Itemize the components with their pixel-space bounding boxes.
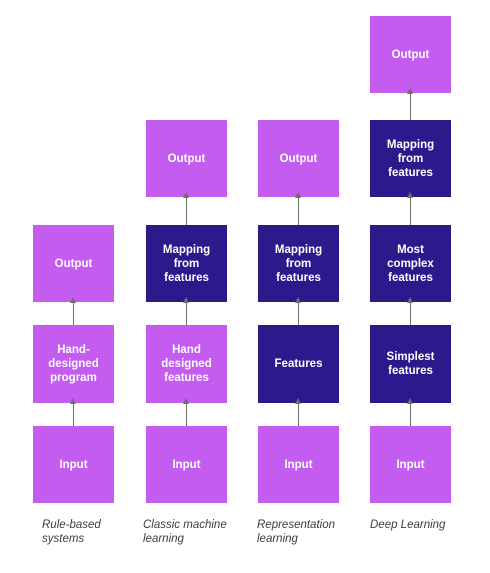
classic-ml-arrow-mapping-to-output <box>183 192 189 225</box>
rule-based-program-box: Hand- designed program <box>33 325 114 403</box>
classic-ml-output-box: Output <box>146 120 227 197</box>
deep-learning-arrow-complex-to-mapping <box>407 192 413 225</box>
representation-features-box: Features <box>258 325 339 403</box>
rule-based-input-box: Input <box>33 426 114 503</box>
classic-ml-caption: Classic machine learning <box>143 519 227 545</box>
deep-learning-input-box: Input <box>370 426 451 503</box>
representation-input-box: Input <box>258 426 339 503</box>
classic-ml-mapping-box: Mapping from features <box>146 225 227 302</box>
representation-caption: Representation learning <box>257 519 335 545</box>
deep-learning-simplest-features-box: Simplest features <box>370 325 451 403</box>
deep-learning-complex-features-box: Most complex features <box>370 225 451 302</box>
classic-ml-input-box: Input <box>146 426 227 503</box>
rule-based-caption: Rule-based systems <box>42 519 101 545</box>
deep-learning-caption: Deep Learning <box>370 519 446 531</box>
deep-learning-output-box: Output <box>370 16 451 93</box>
classic-ml-features-box: Hand designed features <box>146 325 227 403</box>
classic-ml-arrow-input-to-features <box>183 398 189 426</box>
rule-based-output-box: Output <box>33 225 114 302</box>
rule-based-arrow-input-to-program <box>70 398 76 426</box>
representation-arrow-mapping-to-output <box>295 192 301 225</box>
representation-mapping-box: Mapping from features <box>258 225 339 302</box>
classic-ml-arrow-features-to-mapping <box>183 297 189 325</box>
representation-arrow-input-to-features <box>295 398 301 426</box>
representation-output-box: Output <box>258 120 339 197</box>
deep-learning-arrow-simplest-to-complex <box>407 297 413 325</box>
rule-based-arrow-program-to-output <box>70 297 76 325</box>
deep-learning-arrow-mapping-to-output <box>407 88 413 120</box>
deep-learning-mapping-box: Mapping from features <box>370 120 451 197</box>
representation-arrow-features-to-mapping <box>295 297 301 325</box>
deep-learning-arrow-input-to-simplest <box>407 398 413 426</box>
